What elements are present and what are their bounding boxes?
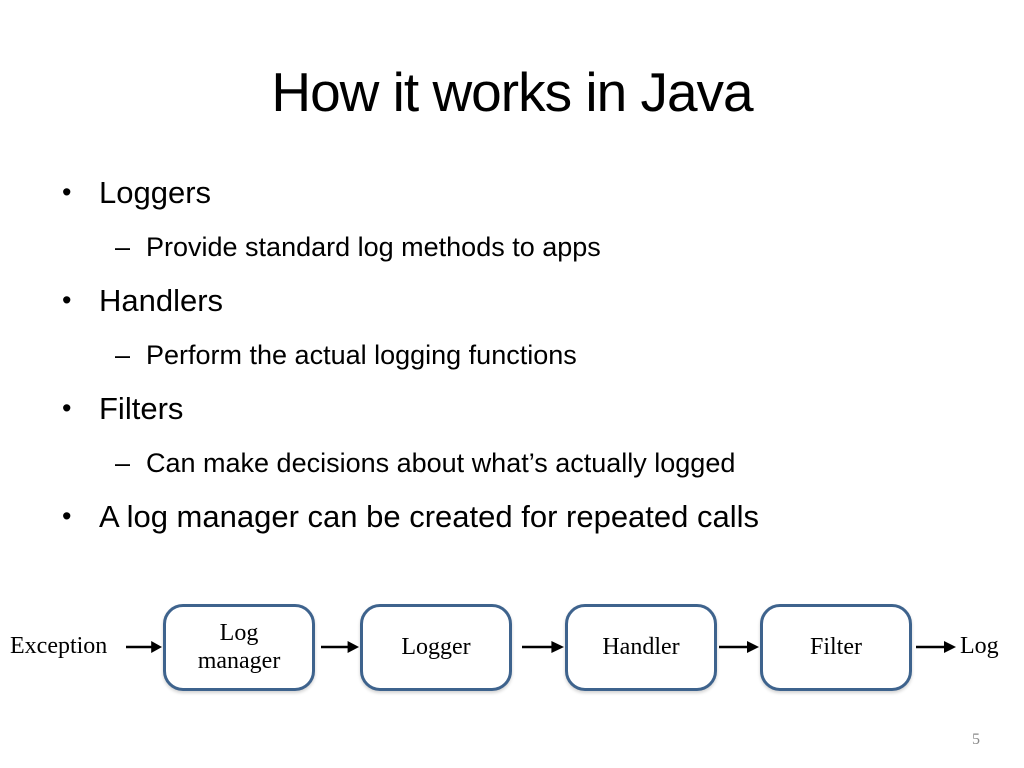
bullet-text: Handlers	[99, 283, 224, 318]
diagram-box-label: Handler	[602, 633, 680, 660]
dash-marker-icon: –	[115, 340, 131, 370]
diagram-box-log-manager: Log manager	[163, 604, 315, 691]
flow-arrow-icon	[522, 640, 564, 654]
sub-bullet-text: Provide standard log methods to apps	[146, 232, 601, 262]
bullet-text: Filters	[99, 391, 184, 426]
diagram-box-label: Filter	[810, 633, 862, 660]
bullet-list: • Loggers – Provide standard log methods…	[62, 175, 982, 554]
diagram-input-label: Exception	[10, 633, 108, 659]
diagram-box-label: Log manager	[197, 619, 281, 674]
flow-arrow-icon	[321, 640, 359, 654]
flow-arrow-icon	[916, 640, 956, 654]
diagram-box-logger: Logger	[360, 604, 512, 691]
bullet-text: A log manager can be created for repeate…	[99, 499, 760, 534]
bullet-marker-icon: •	[62, 501, 72, 531]
slide-title: How it works in Java	[271, 61, 753, 123]
sub-bullet-item: – Provide standard log methods to apps	[62, 230, 982, 284]
dash-marker-icon: –	[115, 232, 131, 262]
diagram-box-filter: Filter	[760, 604, 912, 691]
bullet-text: Loggers	[99, 175, 212, 210]
bullet-marker-icon: •	[62, 177, 72, 207]
diagram-box-handler: Handler	[565, 604, 717, 691]
bullet-marker-icon: •	[62, 285, 72, 315]
page-number: 5	[972, 731, 980, 748]
sub-bullet-item: – Can make decisions about what’s actual…	[62, 446, 982, 500]
bullet-marker-icon: •	[62, 393, 72, 423]
flow-arrow-icon	[126, 640, 162, 654]
bullet-item: • Loggers	[62, 175, 982, 230]
sub-bullet-text: Perform the actual logging functions	[146, 340, 577, 370]
flow-diagram: Exception Log manager Logger Handler Fil…	[0, 560, 1024, 720]
sub-bullet-item: – Perform the actual logging functions	[62, 338, 982, 392]
diagram-output-label: Log	[960, 633, 999, 659]
flow-arrow-icon	[719, 640, 759, 654]
dash-marker-icon: –	[115, 448, 131, 478]
bullet-item: • A log manager can be created for repea…	[62, 499, 982, 554]
sub-bullet-text: Can make decisions about what’s actually…	[146, 448, 736, 478]
diagram-box-label: Logger	[401, 633, 471, 660]
bullet-item: • Filters	[62, 391, 982, 446]
bullet-item: • Handlers	[62, 283, 982, 338]
